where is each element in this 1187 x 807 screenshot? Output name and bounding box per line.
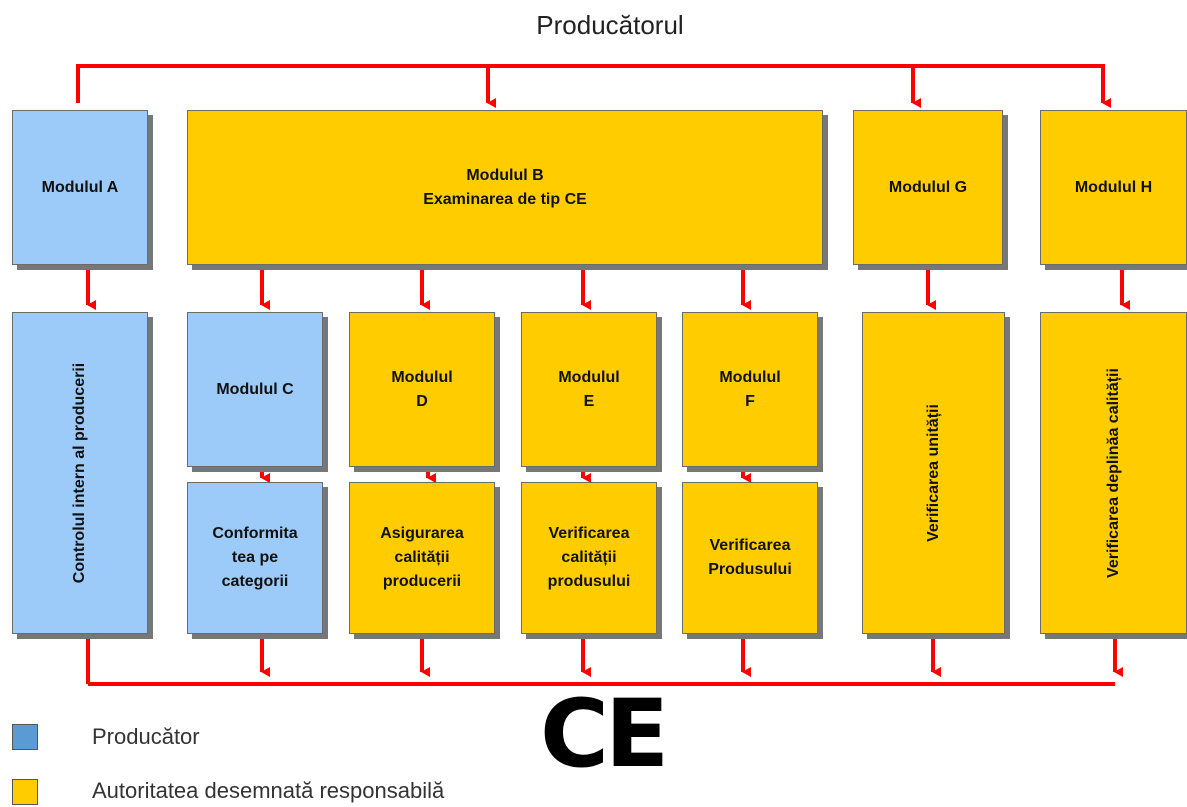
module-c-label: Modulul C [216, 380, 294, 398]
legend-label-authority: Autoritatea desemnată responsabilă [92, 778, 445, 803]
module-e-detail-line3: produsului [547, 573, 631, 590]
module-f-box: Modulul F [682, 312, 818, 467]
module-d-detail-line1: Asigurarea [380, 525, 464, 542]
module-b-subtitle: Examinarea de tip CE [423, 190, 587, 208]
module-g-box: Modulul G [853, 110, 1003, 265]
module-c-detail-line1: Conformita [212, 525, 298, 542]
module-e-line2: E [583, 392, 595, 410]
module-c-detail-box: Conformita tea pe categorii [187, 482, 323, 634]
diagram-title: Producătorul [536, 10, 684, 40]
module-d-line1: Modulul [391, 368, 453, 386]
legend-label-producer: Producător [92, 724, 200, 749]
module-e-detail-line1: Verificarea [548, 525, 630, 542]
module-b-label: Modulul B [466, 166, 544, 184]
module-d-detail-box: Asigurarea calității producerii [349, 482, 495, 634]
module-f-line1: Modulul [719, 368, 781, 386]
module-h-label: Modulul H [1074, 178, 1153, 196]
module-g-label: Modulul G [888, 178, 968, 196]
module-a-detail-label: Controlul intern al producerii [71, 362, 89, 584]
module-f-detail-line1: Verificarea [709, 537, 791, 554]
module-d-detail-line3: producerii [382, 573, 462, 590]
module-g-detail-box: Verificarea unității [862, 312, 1005, 634]
legend-swatch-authority [12, 779, 38, 805]
module-d-line2: D [416, 392, 428, 410]
module-e-box: Modulul E [521, 312, 657, 467]
module-f-line2: F [745, 392, 755, 410]
module-e-detail-line2: calității [561, 549, 617, 566]
module-h-box: Modulul H [1040, 110, 1187, 265]
module-d-detail-line2: calității [394, 549, 450, 566]
ce-mark-icon: CE [540, 680, 669, 789]
module-c-detail-line3: categorii [221, 573, 289, 590]
module-g-detail-label: Verificarea unității [924, 404, 942, 542]
module-f-detail-line2: Produsului [708, 561, 792, 578]
module-h-detail-label: Verificarea deplinăa calității [1104, 368, 1122, 578]
module-a-label: Modulul A [41, 178, 119, 196]
module-a-detail-box: Controlul intern al producerii [12, 312, 148, 634]
module-a-box: Modulul A [12, 110, 148, 265]
module-h-detail-box: Verificarea deplinăa calității [1040, 312, 1187, 634]
legend-swatch-producer [12, 724, 38, 750]
module-c-box: Modulul C [187, 312, 323, 467]
module-c-detail-line2: tea pe [231, 549, 279, 566]
module-b-box: Modulul B Examinarea de tip CE [187, 110, 823, 265]
module-e-line1: Modulul [558, 368, 620, 386]
module-e-detail-box: Verificarea calității produsului [521, 482, 657, 634]
module-f-detail-box: Verificarea Produsului [682, 482, 818, 634]
module-d-box: Modulul D [349, 312, 495, 467]
